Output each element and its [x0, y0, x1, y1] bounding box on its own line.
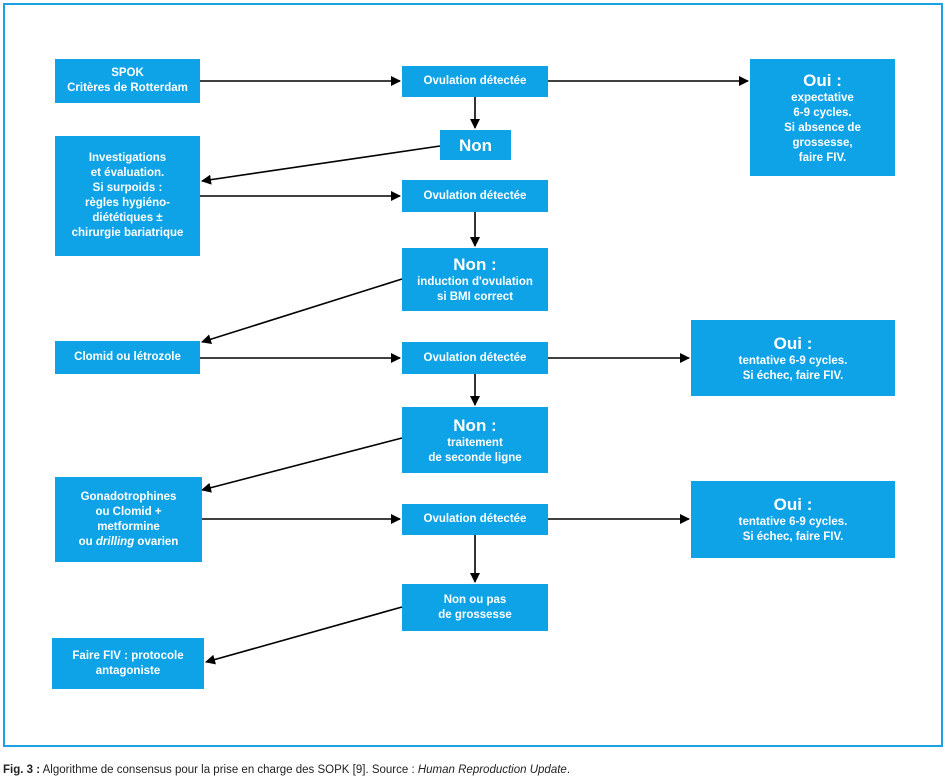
- oui3-line-1: tentative 6-9 cycles.: [738, 516, 848, 528]
- oui3-heading: Oui :: [773, 495, 813, 514]
- non-box-1: Non: [440, 130, 511, 160]
- oui-tentative-box-1: Oui :tentative 6-9 cycles. Si échec, fair…: [691, 320, 895, 396]
- oui2-line-1: tentative 6-9 cycles.: [738, 354, 848, 367]
- invest-line-6: chirurgie bariatrique: [71, 227, 184, 239]
- oui2-heading: Oui :: [773, 333, 813, 353]
- investigations-box: Investigations et évaluation. Si surpoids …: [55, 136, 200, 256]
- ovulation-detected-box-4: Ovulation détectée: [402, 504, 548, 535]
- fiv-line-2: antagoniste: [95, 664, 161, 677]
- oui1-line-1: expectative: [791, 91, 854, 104]
- oui1-heading: Oui :: [803, 70, 842, 90]
- gonado-line-1: Gonadotrophines: [80, 490, 177, 503]
- oui1-line-2: 6-9 cycles.: [793, 106, 852, 119]
- gonado-line-italic-word: drilling: [95, 535, 135, 548]
- ovul4-line-1: Ovulation détectée: [423, 513, 527, 525]
- non3-line-2: de seconde ligne: [428, 451, 522, 464]
- non2-heading: Non :: [453, 255, 497, 274]
- ovulation-detected-box-3: Ovulation détectée: [402, 342, 548, 374]
- non2-line-2: si BMI correct: [436, 291, 514, 303]
- ovul2-line-1: Ovulation détectée: [423, 189, 527, 202]
- faire-fiv-box: Faire FIV : protocole antagoniste: [52, 638, 204, 689]
- caption-text: Algorithme de consensus pour la prise en…: [40, 764, 418, 776]
- non3-line-1: traitement: [447, 436, 503, 449]
- fiv-line-1: Faire FIV : protocole: [72, 649, 184, 662]
- ovul1-line-1: Ovulation détectée: [423, 75, 527, 87]
- non1-heading: Non: [458, 135, 493, 155]
- oui-expectative-box: Oui :expectative 6-9 cycles. Si absence de…: [750, 59, 895, 176]
- invest-line-4: règles hygiéno-: [85, 197, 170, 209]
- oui-tentative-box-2: Oui : tentative 6-9 cycles. Si échec, fair…: [691, 481, 895, 558]
- invest-line-1: Investigations: [88, 152, 167, 164]
- caption-end: .: [566, 764, 571, 776]
- ovulation-detected-box-1: Ovulation détectée: [402, 66, 548, 97]
- ovul3-line-1: Ovulation détectée: [423, 351, 527, 364]
- oui2-line-2: Si échec, faire FIV.: [742, 369, 844, 382]
- non2-line-1: induction d'ovulation: [417, 276, 533, 288]
- nonpas-line-2: de grossesse: [438, 608, 512, 621]
- gonado-line-3: metformine: [97, 520, 160, 533]
- gonado-line-italic: ou drilling ovarien: [79, 535, 179, 550]
- nonpas-line-1: Non ou pas: [443, 593, 507, 606]
- oui3-line-2: Si échec, faire FIV.: [742, 531, 844, 543]
- spok-line-2: Critères de Rotterdam: [67, 82, 188, 94]
- spok-box: SPOK Critères de Rotterdam: [55, 59, 200, 103]
- invest-line-3: Si surpoids :: [92, 182, 163, 194]
- invest-line-2: et évaluation.: [90, 167, 165, 179]
- gonado-line-prefix: ou: [78, 535, 96, 548]
- spok-line-1: SPOK: [111, 67, 144, 79]
- clomid-line-1: Clomid ou létrozole: [74, 351, 181, 363]
- invest-line-5: diététiques ±: [92, 212, 163, 224]
- clomid-box: Clomid ou létrozole: [55, 341, 200, 374]
- gonado-line-suffix: ovarien: [134, 535, 179, 548]
- non-ou-pas-grossesse-box: Non ou pas de grossesse: [402, 584, 548, 631]
- non-traitement-box: Non :traitement de seconde ligne: [402, 407, 548, 473]
- non-induction-box: Non : induction d'ovulation si BMI correct: [402, 248, 548, 311]
- oui1-line-5: faire FIV.: [798, 151, 847, 164]
- figure-caption: Fig. 3 : Algorithme de consensus pour la…: [3, 764, 570, 776]
- caption-source: Human Reproduction Update: [417, 764, 567, 776]
- non3-heading: Non :: [453, 415, 497, 435]
- caption-prefix: Fig. 3 :: [3, 764, 41, 776]
- gonado-line-2: ou Clomid +: [95, 505, 162, 518]
- oui1-line-4: grossesse,: [792, 136, 853, 149]
- ovulation-detected-box-2: Ovulation détectée: [402, 180, 548, 212]
- oui1-line-3: Si absence de: [784, 121, 861, 134]
